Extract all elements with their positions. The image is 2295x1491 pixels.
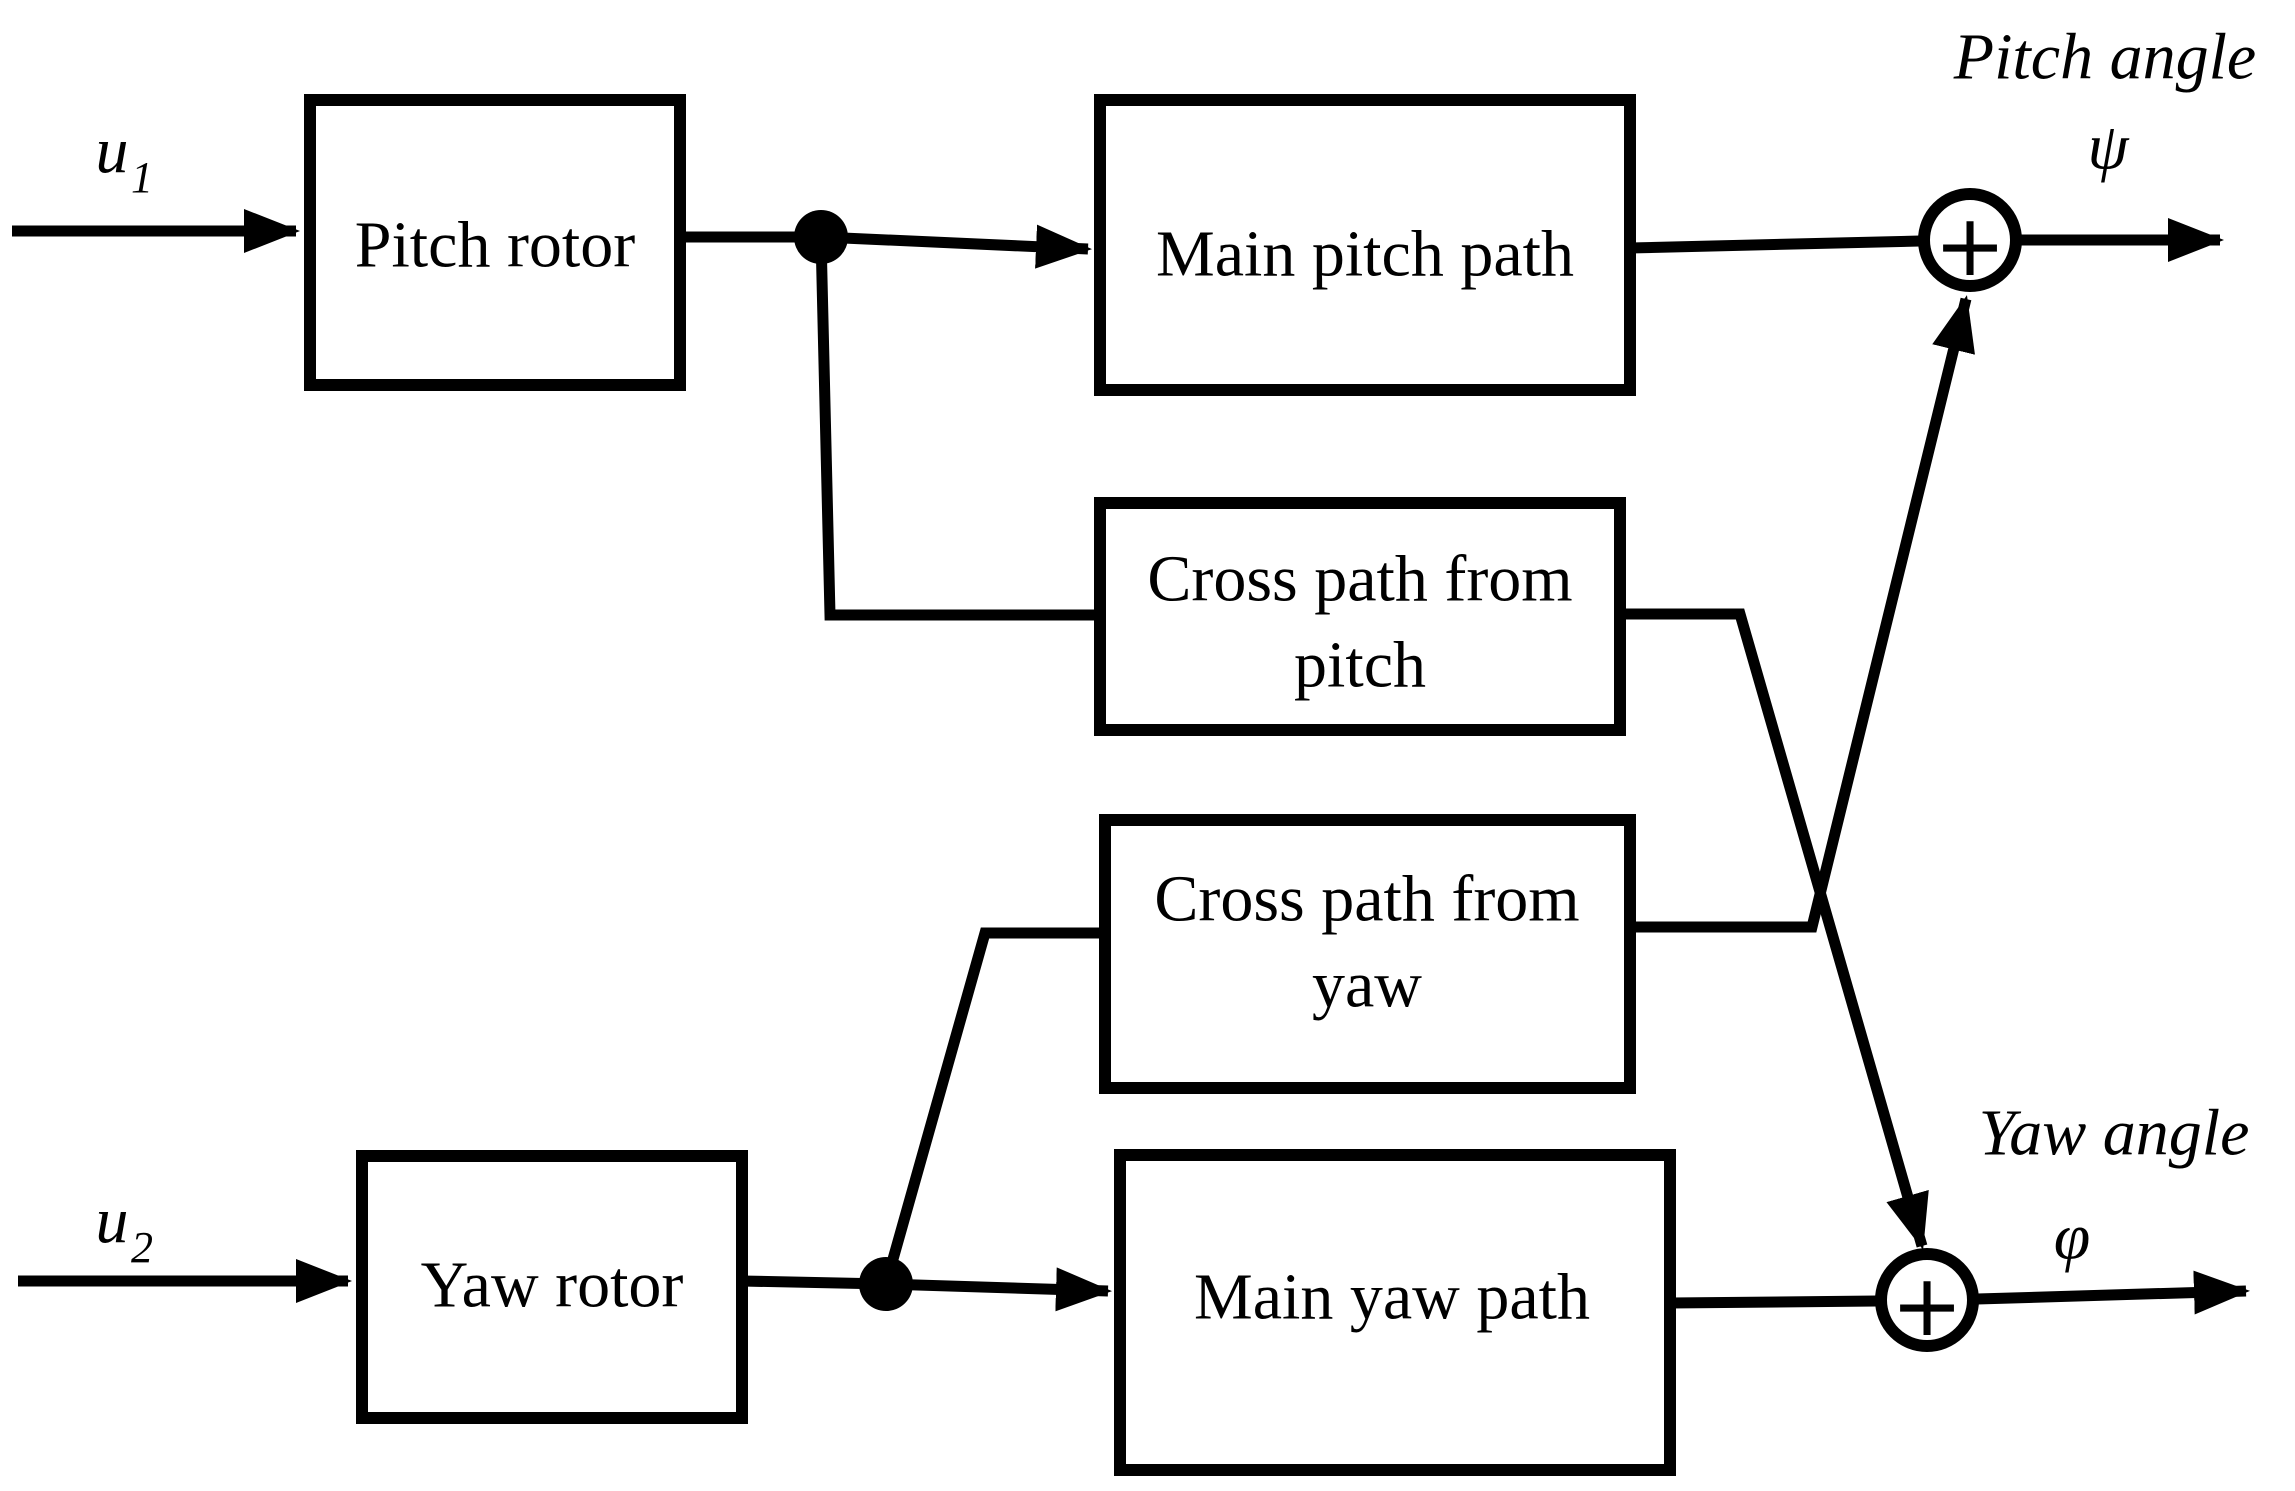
cross-path-from-yaw-label-line2: yaw [1312,949,1422,1022]
main-pitch-path-output-line [1629,235,1921,254]
yaw-output-arrow [1976,1270,2250,1315]
pitch-angle-symbol: ψ [2088,111,2130,184]
block-cross-path-from-yaw: Cross path from yaw [1099,295,1975,1094]
cross-path-from-yaw-box [1099,814,1636,1094]
pitch-summer-circle [1918,188,2022,292]
u2-subscript: 2 [131,1223,153,1272]
u2-label: u [96,1184,129,1257]
yaw-angle-symbol: φ [2054,1201,2091,1274]
block-main-pitch-path: Main pitch path [1094,94,1921,396]
u1-label: u [96,114,129,187]
cross-path-from-pitch-label-line1: Cross path from [1147,543,1572,616]
yaw-rotor-box [356,1150,748,1424]
cross-yaw-to-pitch-summer-arrow [1630,295,1975,933]
pitch-rotor-label: Pitch rotor [355,209,635,282]
main-yaw-path-label: Main yaw path [1194,1261,1590,1334]
yaw-summer-plus: + [1891,1256,1963,1356]
yaw-summer-circle [1875,1248,1979,1352]
input-u1: u 1 [12,114,300,253]
branch-to-cross-path-from-pitch [815,236,1102,621]
yaw-branch [741,927,1112,1312]
yaw-summing-junction: + Yaw angle φ [1875,1097,2250,1356]
pitch-summing-junction: + Pitch angle ψ [1918,21,2256,296]
branch-to-cross-path-from-yaw [880,927,1105,1286]
arrow-to-main-pitch-path [820,224,1092,269]
cross-pitch-to-yaw-summer-arrow [1620,608,1929,1250]
cross-path-from-yaw-label-line1: Cross path from [1154,863,1579,936]
pitch-summer-plus: + [1934,196,2006,296]
yaw-branch-dot [859,1257,913,1311]
u1-subscript: 1 [131,153,153,202]
cross-path-from-pitch-box [1094,497,1626,736]
main-yaw-path-box [1114,1149,1676,1476]
block-yaw-rotor: Yaw rotor [356,1150,748,1424]
cross-path-from-pitch-label-line2: pitch [1294,629,1426,702]
yaw-angle-label: Yaw angle [1979,1097,2250,1170]
main-yaw-path-output-line [1669,1295,1878,1309]
block-main-yaw-path: Main yaw path [1114,1149,1878,1476]
pitch-branch [680,210,1102,621]
main-pitch-path-label: Main pitch path [1156,218,1574,291]
yaw-rotor-label: Yaw rotor [421,1249,684,1322]
block-pitch-rotor: Pitch rotor [304,94,686,391]
input-u2: u 2 [18,1184,352,1303]
pitch-branch-dot [794,210,848,264]
arrow-to-main-yaw-path [885,1267,1112,1312]
block-cross-path-from-pitch: Cross path from pitch [1094,497,1929,1250]
pitch-angle-label: Pitch angle [1953,21,2256,94]
